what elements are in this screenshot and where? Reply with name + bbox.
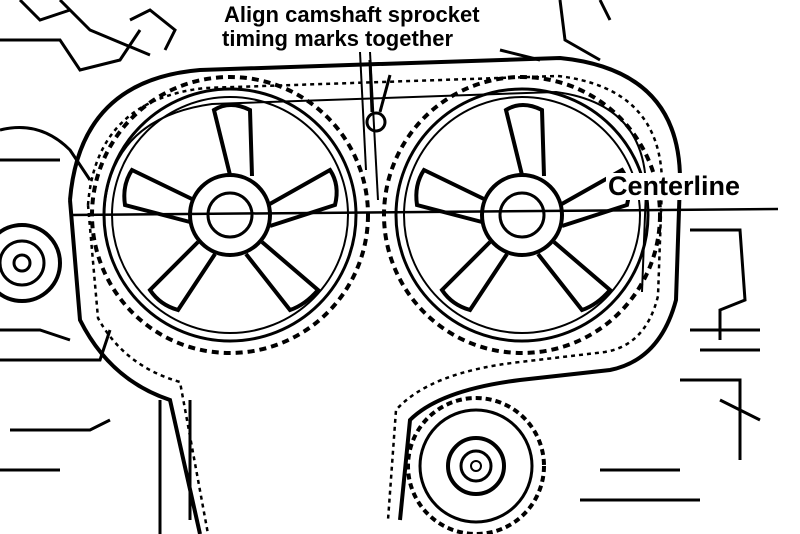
engine-housing xyxy=(0,0,761,534)
centerline xyxy=(69,207,779,217)
tensioner-pulley xyxy=(406,396,546,534)
right-camshaft-sprocket xyxy=(382,75,662,355)
callout-align-line-2: timing marks together xyxy=(222,26,454,51)
right-sprocket-spokes xyxy=(414,103,631,313)
left-sprocket-spokes xyxy=(122,103,339,313)
callout-leader xyxy=(359,51,379,201)
callout-align-line-1: Align camshaft sprocket xyxy=(224,2,480,27)
accessory-pulley xyxy=(0,223,62,303)
centerline-label: Centerline xyxy=(606,171,743,201)
